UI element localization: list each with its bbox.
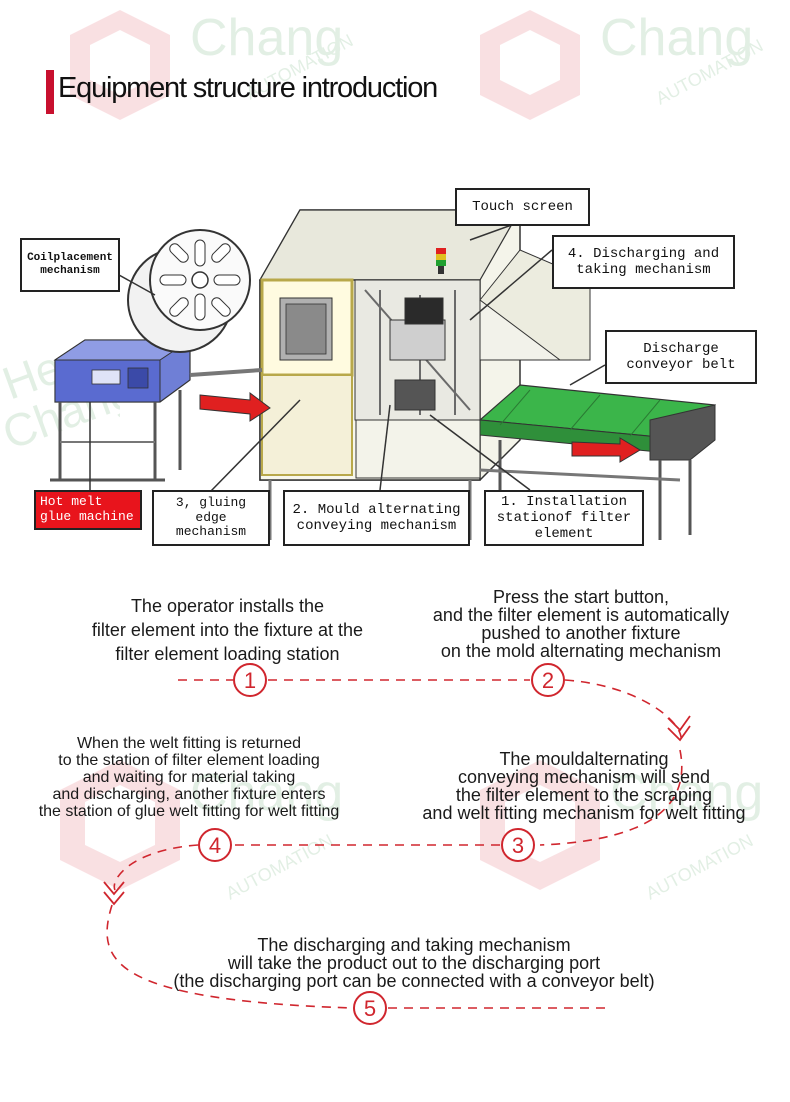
step-circle-4: 4 bbox=[198, 828, 232, 862]
hexagon-logo-icon bbox=[480, 10, 580, 120]
callout-coil-placement: Coilplacement mechanism bbox=[20, 238, 120, 292]
step-circle-2: 2 bbox=[531, 663, 565, 697]
watermark-brand-text: Chang bbox=[600, 9, 753, 67]
step-circle-1: 1 bbox=[233, 663, 267, 697]
step-2-text: Press the start button, and the filter e… bbox=[432, 587, 730, 661]
process-flow: 1 2 3 4 5 The operator installs the filt… bbox=[0, 560, 790, 1100]
step-4-text: When the welt fitting is returned to the… bbox=[38, 735, 340, 820]
chevron-down-icon bbox=[103, 881, 125, 906]
red-arrow-icon bbox=[571, 437, 641, 463]
hot-melt-machine-drawing bbox=[50, 339, 192, 482]
step-number: 4 bbox=[209, 833, 221, 858]
watermark-logo-top-right: Chang AUTOMATION bbox=[480, 9, 766, 120]
machine-illustration bbox=[50, 209, 717, 540]
callout-hot-melt: Hot melt glue machine bbox=[34, 490, 142, 530]
step-number: 2 bbox=[542, 668, 554, 693]
step-5-text: The discharging and taking mechanism wil… bbox=[173, 935, 655, 991]
callout-mould-alternating: 2. Mould alternating conveying mechanism bbox=[283, 490, 470, 546]
page-title: Equipment structure introduction bbox=[58, 72, 438, 104]
step-1-text: The operator installs the filter element… bbox=[91, 596, 364, 664]
callout-discharging-taking: 4. Discharging and taking mechanism bbox=[552, 235, 735, 289]
step-number: 3 bbox=[512, 833, 524, 858]
callout-touch-screen: Touch screen bbox=[455, 188, 590, 226]
title-accent-bar bbox=[46, 70, 54, 114]
conveyor-belt-drawing bbox=[478, 384, 717, 540]
coil-reel-drawing bbox=[127, 229, 251, 353]
equipment-diagram: Touch screen Coilplacement mechanism 4. … bbox=[0, 180, 790, 560]
step-3-text: The mouldalternating conveying mechanism… bbox=[422, 749, 746, 823]
watermark-brand-text: Chang bbox=[190, 9, 343, 67]
step-circle-3: 3 bbox=[501, 828, 535, 862]
watermark-logo-top-left: Chang AUTOMATION bbox=[70, 9, 356, 120]
watermark-automation-text: AUTOMATION bbox=[652, 35, 766, 108]
step-number: 1 bbox=[244, 668, 256, 693]
chevron-down-icon bbox=[667, 715, 691, 742]
step-number: 5 bbox=[364, 996, 376, 1021]
callout-installation-station: 1. Installation stationof filter element bbox=[484, 490, 644, 546]
callout-gluing-edge: 3, gluing edge mechanism bbox=[152, 490, 270, 546]
step-circle-5: 5 bbox=[353, 991, 387, 1025]
callout-discharge-conveyor: Discharge conveyor belt bbox=[605, 330, 757, 384]
red-arrow-icon bbox=[199, 392, 271, 422]
main-machine-drawing bbox=[258, 209, 591, 481]
flow-path-diagram: 1 2 3 4 5 bbox=[103, 663, 691, 1025]
